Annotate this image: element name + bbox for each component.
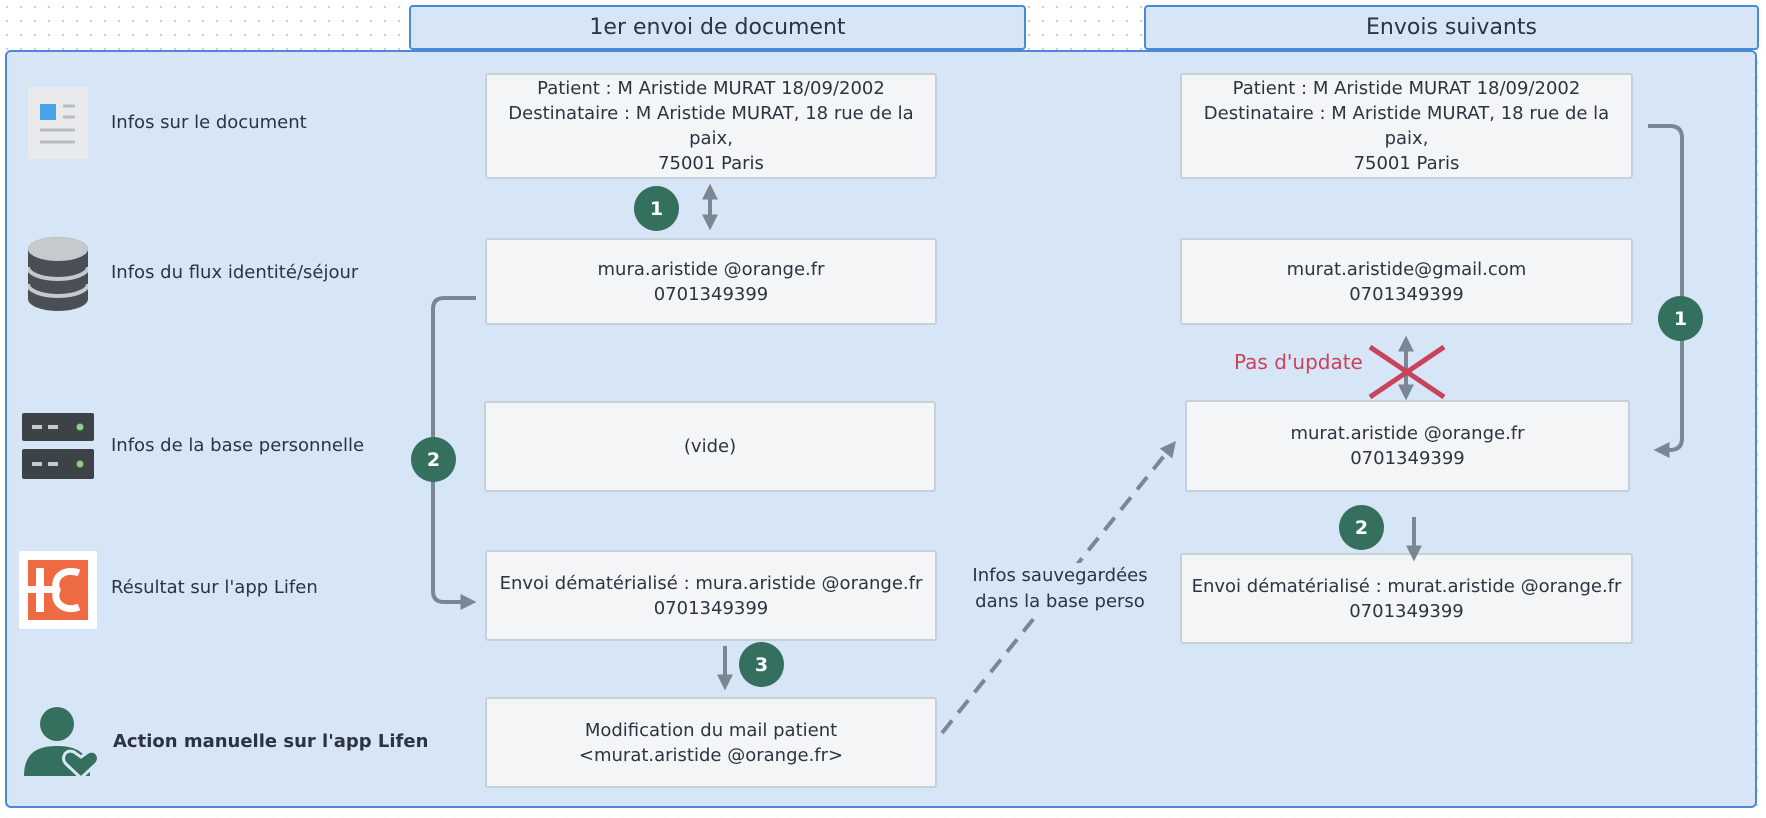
first-identity-flow-box: mura.aristide @orange.fr 0701349399 [485, 238, 937, 325]
next-result-line: 0701349399 [1349, 600, 1464, 622]
row-label-manual-action: Action manuelle sur l'app Lifen [113, 731, 429, 752]
row-label-lifen-result: Résultat sur l'app Lifen [111, 577, 318, 598]
first-personal-base-box: (vide) [484, 401, 936, 492]
step-badge-label: 2 [426, 448, 441, 471]
note-no-update: Pas d'update [1234, 350, 1363, 374]
next-document-line: Patient : M Aristide MURAT 18/09/2002 [1232, 78, 1581, 99]
note-saved-personal-base: Infos sauvegardées dans la base perso [965, 563, 1155, 615]
column-header-next-sends: Envois suivants [1144, 5, 1759, 50]
next-result-line: Envoi dématérialisé : murat.aristide @or… [1191, 575, 1622, 597]
note-saved-line: Infos sauvegardées [972, 565, 1148, 586]
next-personal-base-line: murat.aristide @orange.fr [1290, 423, 1525, 444]
step-badge-label: 1 [649, 197, 664, 220]
arrow-next-document-to-base [1648, 124, 1684, 458]
first-document-line: 75001 Paris [658, 153, 764, 174]
step-badge-first-1: 1 [634, 186, 679, 231]
step-badge-first-3: 3 [739, 642, 784, 687]
first-identity-flow-line: 0701349399 [653, 283, 769, 305]
database-icon [26, 237, 90, 315]
column-header-first-send: 1er envoi de document [409, 5, 1026, 50]
column-header-first-send-label: 1er envoi de document [589, 15, 846, 40]
next-identity-flow-line: 0701349399 [1349, 283, 1464, 305]
first-result-box: Envoi dématérialisé : mura.aristide @ora… [485, 550, 937, 641]
next-personal-base-box: murat.aristide @orange.fr 0701349399 [1185, 400, 1630, 492]
document-icon [28, 87, 88, 163]
step-badge-label: 1 [1673, 307, 1688, 330]
first-document-line: Destinataire : M Aristide MURAT, 18 rue … [508, 103, 914, 149]
first-manual-action-line: <murat.aristide @orange.fr> [578, 744, 844, 766]
step-badge-label: 2 [1354, 516, 1369, 539]
next-result-box: Envoi dématérialisé : murat.aristide @or… [1180, 553, 1633, 644]
server-icon [22, 413, 94, 485]
step-badge-first-2: 2 [411, 437, 456, 482]
next-identity-flow-box: murat.aristide@gmail.com 0701349399 [1180, 238, 1633, 325]
column-header-next-sends-label: Envois suivants [1366, 15, 1537, 40]
next-document-line: 75001 Paris [1353, 153, 1460, 174]
first-identity-flow-line: mura.aristide @orange.fr [597, 258, 825, 280]
lifen-logo-icon [19, 551, 97, 633]
first-manual-action-line: Modification du mail patient [584, 719, 838, 741]
first-result-line: Envoi dématérialisé : mura.aristide @ora… [499, 572, 923, 594]
next-personal-base-line: 0701349399 [1350, 448, 1465, 469]
step-badge-next-1: 1 [1658, 296, 1703, 341]
first-document-box: Patient : M Aristide MURAT 18/09/2002 De… [485, 73, 937, 179]
row-label-identity-flow: Infos du flux identité/séjour [111, 262, 359, 283]
first-result-line: 0701349399 [653, 597, 769, 619]
next-identity-flow-line: murat.aristide@gmail.com [1286, 258, 1527, 280]
first-personal-base-line: (vide) [683, 436, 737, 457]
step-badge-label: 3 [754, 653, 769, 676]
note-saved-line: dans la base perso [975, 591, 1145, 612]
cross-no-update [1368, 344, 1446, 400]
user-heart-icon [24, 706, 100, 782]
first-manual-action-box: Modification du mail patient <murat.aris… [485, 697, 937, 788]
next-document-line: Destinataire : M Aristide MURAT, 18 rue … [1203, 103, 1610, 149]
row-label-personal-base: Infos de la base personnelle [111, 435, 365, 456]
next-document-box: Patient : M Aristide MURAT 18/09/2002 De… [1180, 73, 1633, 179]
row-label-document: Infos sur le document [111, 112, 307, 133]
step-badge-next-2: 2 [1339, 505, 1384, 550]
first-document-line: Patient : M Aristide MURAT 18/09/2002 [537, 78, 885, 99]
